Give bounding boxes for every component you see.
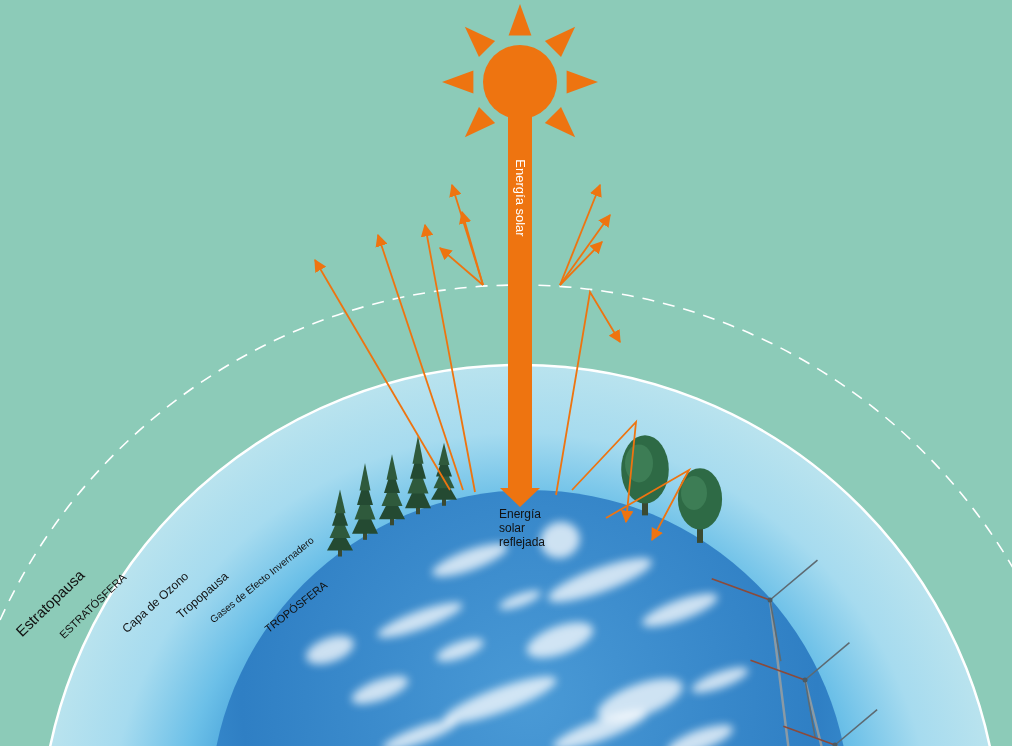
clouds	[302, 516, 751, 746]
reflected-energy-label: Energía solar reflejada	[499, 508, 561, 549]
sun-ray	[442, 71, 473, 94]
dashed-boundary	[0, 285, 1012, 746]
layer-name: Capa de Ozono	[120, 570, 192, 637]
earth-globe	[210, 490, 850, 746]
reflected-rays	[315, 185, 689, 540]
wind-turbines	[712, 560, 877, 746]
sun-ray	[465, 107, 495, 137]
reflected-ray	[462, 212, 483, 285]
sun-ray	[545, 27, 575, 57]
reflected-ray	[556, 292, 620, 495]
reflected-ray	[560, 215, 610, 285]
reflected-ray	[560, 242, 602, 285]
reflected-ray	[315, 260, 450, 490]
reflected-ray	[452, 185, 483, 285]
reflected-ray	[606, 470, 689, 540]
solar-energy-arrow	[500, 110, 540, 507]
sun-ray	[465, 27, 495, 57]
layer-name: TROPÓSFERA	[262, 579, 330, 636]
reflected-ray	[425, 225, 475, 492]
sun-ray	[567, 71, 598, 94]
reflected-ray	[560, 185, 600, 285]
solar-energy-label: Energía solar	[513, 159, 528, 236]
sun-ray	[509, 4, 532, 35]
sun-ray	[545, 107, 575, 137]
